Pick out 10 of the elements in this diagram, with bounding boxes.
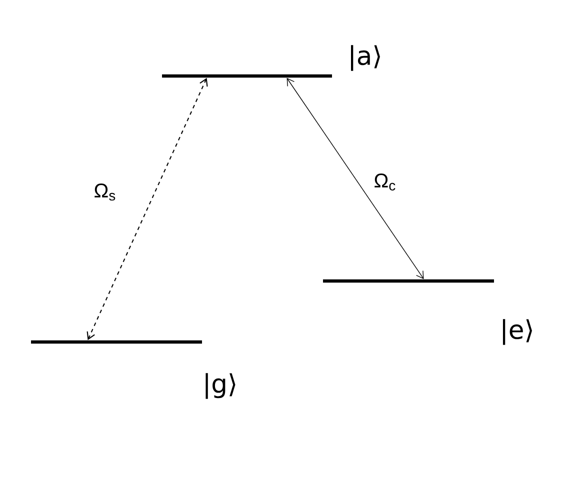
arrow <box>286 78 424 280</box>
edge-label: Ω$_{s}$ <box>92 182 118 202</box>
state-label: |a⟩ <box>351 45 380 71</box>
edge-label: Ω$_{c}$ <box>372 172 398 192</box>
arrow <box>86 78 208 340</box>
energy-level-bar <box>31 340 202 344</box>
state-label: |g⟩ <box>206 373 236 399</box>
energy-level-bar <box>323 279 494 283</box>
state-label: |e⟩ <box>502 319 532 345</box>
energy-level-bar <box>162 74 332 78</box>
